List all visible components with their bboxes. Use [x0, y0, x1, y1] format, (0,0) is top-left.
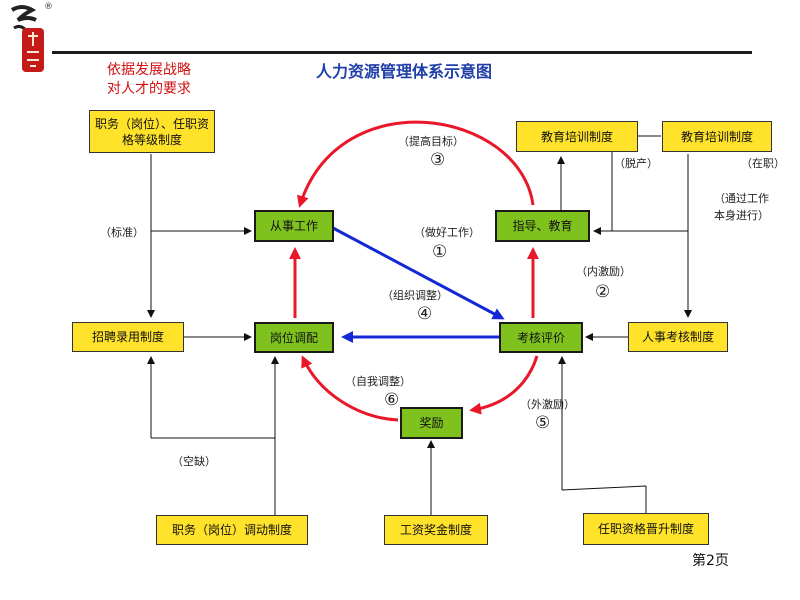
step-number-3: ③ [430, 150, 446, 170]
box-position-transfer: 职务（岗位）调动制度 [156, 515, 308, 545]
strategy-note: 依据发展战略 对人才的要求 [107, 62, 191, 97]
box-personnel-assessment: 人事考核制度 [628, 322, 728, 352]
box-guidance-education: 指导、教育 [495, 210, 590, 242]
box-position-qualification: 职务（岗位）、任职资格等级制度 [89, 110, 215, 153]
registered-mark: ® [44, 2, 53, 12]
step-number-5: ⑤ [535, 413, 551, 433]
label-onjob: （在职） [741, 157, 785, 170]
blue-arrow-congshi-to-kaohe [332, 226, 505, 320]
step-number-4: ④ [417, 304, 433, 324]
red-arrow-kaohe-to-jiangli [469, 355, 539, 415]
company-logo: ® [8, 2, 54, 74]
red-arrow-jiangli-to-gangwei [301, 355, 399, 422]
label-do-work-well: （做好工作） [414, 226, 480, 239]
step-number-6: ⑥ [384, 390, 400, 410]
step-number-2: ② [595, 282, 611, 302]
step-number-1: ① [432, 242, 448, 262]
box-training-offjob: 教育培训制度 [516, 121, 638, 152]
box-training-onjob: 教育培训制度 [662, 121, 772, 152]
label-external-incentive: （外激励） [520, 398, 575, 411]
box-salary-bonus: 工资奖金制度 [384, 515, 488, 545]
label-self-adjust: （自我调整） [345, 375, 411, 388]
label-org-adjust: （组织调整） [382, 289, 448, 302]
box-evaluation: 考核评价 [499, 322, 583, 353]
label-raise-target: （提高目标） [398, 135, 464, 148]
page-number: 第2页 [692, 553, 729, 569]
box-work: 从事工作 [254, 210, 334, 242]
label-through-work: （通过工作 本身进行） [714, 192, 769, 222]
label-vacancy: （空缺） [172, 455, 216, 468]
box-position-allocation: 岗位调配 [254, 322, 334, 353]
box-reward: 奖励 [400, 407, 463, 439]
box-recruitment: 招聘录用制度 [72, 322, 184, 352]
red-arrow-target-loop [297, 120, 535, 208]
box-qualification-promotion: 任职资格晋升制度 [583, 513, 709, 545]
label-internal-incentive: （内激励） [576, 265, 631, 278]
label-standard: （标准） [100, 226, 144, 239]
header-divider [52, 51, 752, 54]
diagram-title: 人力资源管理体系示意图 [316, 62, 493, 81]
label-offjob: （脱产） [614, 157, 658, 170]
